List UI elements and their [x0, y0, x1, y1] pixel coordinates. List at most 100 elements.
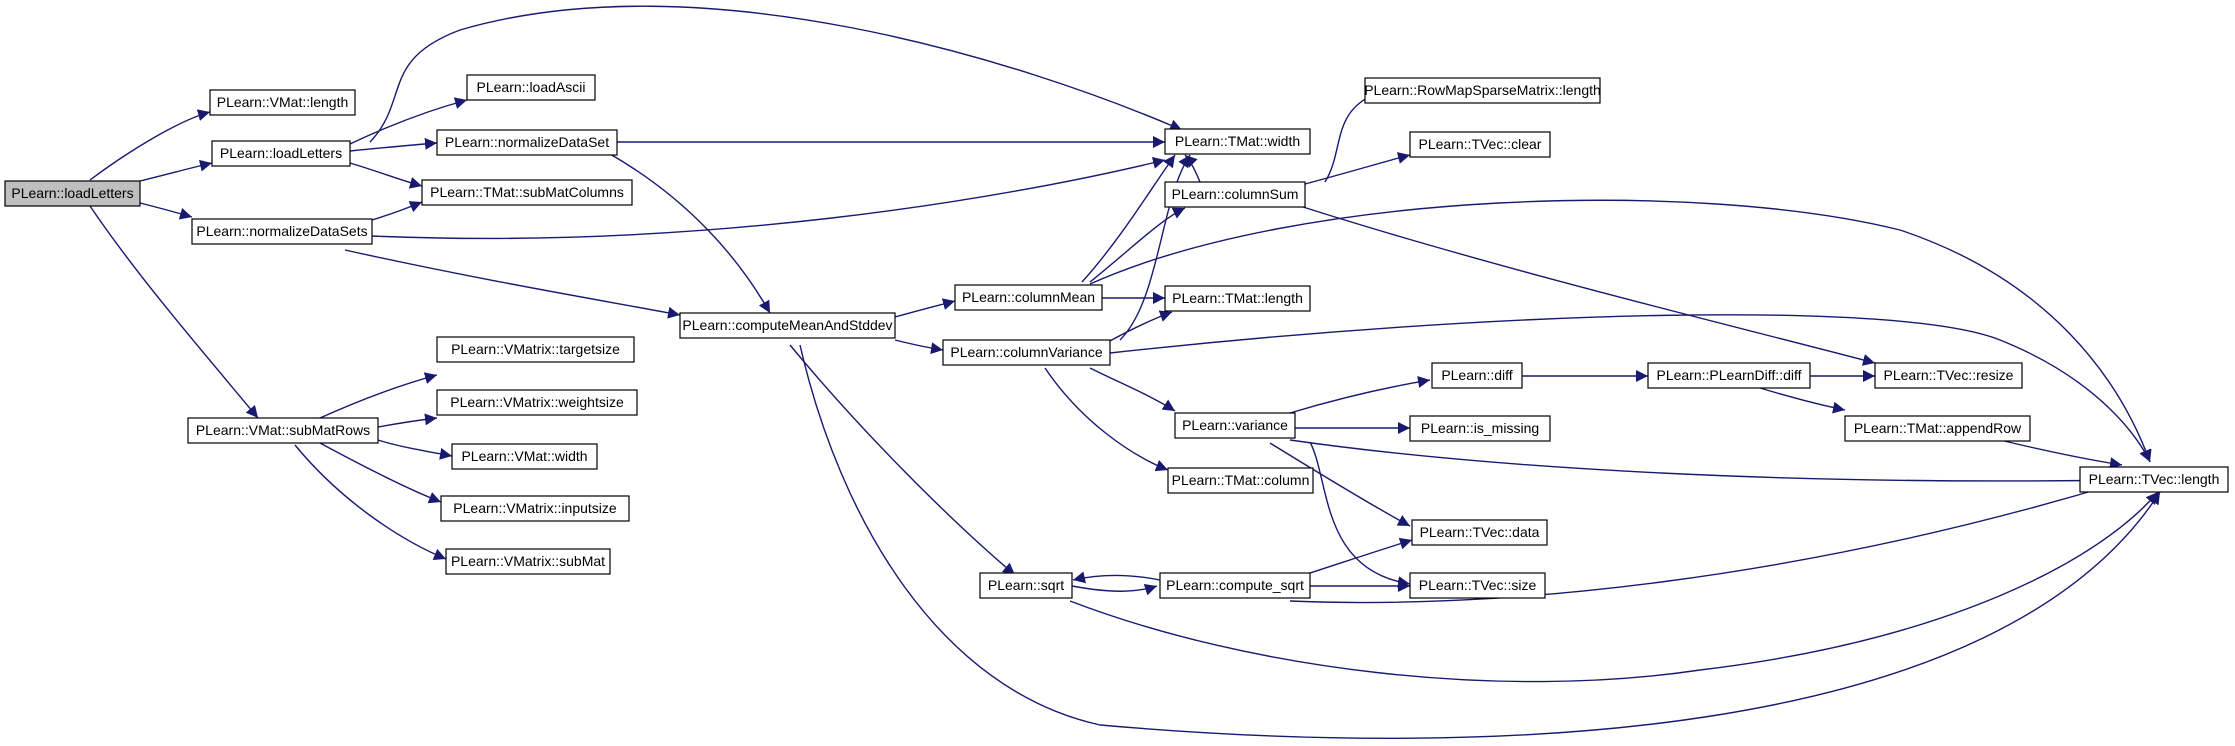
- edge-submatrows-to-inputsize: [319, 442, 442, 504]
- edge-columnsum-to-tvec-clear: [1304, 152, 1411, 185]
- edge-loadletters-root-to-loadletters: [139, 159, 213, 182]
- node-tmat-width[interactable]: PLearn::TMat::width: [1164, 128, 1311, 155]
- edge-columnvariance-to-tmat-column: [1044, 367, 1169, 472]
- edge-loadletters-to-tmat-width: [369, 5, 1183, 143]
- edge-normalizedatasets-to-tmat-width: [371, 156, 1166, 240]
- edge-normalizedatasets-to-tmat-submatcolumns: [371, 201, 423, 221]
- node-tvec-clear[interactable]: PLearn::TVec::clear: [1409, 131, 1551, 158]
- node-label: PLearn::VMat::subMatRows: [196, 422, 370, 438]
- edge-columnvariance-to-tmat-width: [1119, 154, 1191, 341]
- edge-compute-sqrt-to-tvec-data: [1309, 537, 1413, 574]
- node-label: PLearn::diff: [1441, 367, 1512, 383]
- node-vmatrix-targetsize[interactable]: PLearn::VMatrix::targetsize: [436, 336, 635, 363]
- node-vmat-submatrows[interactable]: PLearn::VMat::subMatRows: [187, 417, 379, 444]
- node-label: PLearn::VMatrix::subMat: [451, 553, 605, 569]
- node-tmat-appendrow[interactable]: PLearn::TMat::appendRow: [1844, 415, 2031, 442]
- node-columnmean[interactable]: PLearn::columnMean: [954, 284, 1103, 311]
- edge-plearndiff-to-tmat-appendrow: [1759, 387, 1846, 414]
- node-vmat-width[interactable]: PLearn::VMat::width: [451, 443, 598, 470]
- node-vmat-length[interactable]: PLearn::VMat::length: [209, 89, 356, 116]
- edge-columnmean-to-tmat-width: [1081, 154, 1176, 283]
- node-vmatrix-inputsize[interactable]: PLearn::VMatrix::inputsize: [440, 495, 630, 522]
- node-tvec-size[interactable]: PLearn::TVec::size: [1409, 572, 1546, 599]
- edge-loadletters-to-normalizedataset: [349, 137, 438, 152]
- node-label: PLearn::TMat::column: [1172, 472, 1310, 488]
- edge-variance-to-tvec-data: [1269, 442, 1411, 527]
- node-is-missing[interactable]: PLearn::is_missing: [1409, 415, 1551, 442]
- node-label: PLearn::columnSum: [1172, 186, 1299, 202]
- edge-normalizedatasets-to-computemeanandstddev: [344, 249, 681, 319]
- edge-submatrows-to-targetsize: [319, 372, 438, 419]
- node-label: PLearn::TVec::length: [2089, 471, 2220, 487]
- edge-variance-to-tvec-size: [1309, 441, 1411, 589]
- edge-normalizedataset-to-computemeanandstddev: [609, 153, 771, 314]
- node-sqrt[interactable]: PLearn::sqrt: [979, 572, 1073, 599]
- node-vmatrix-submat[interactable]: PLearn::VMatrix::subMat: [445, 548, 611, 575]
- edge-compute-sqrt-to-sqrt: [1072, 571, 1161, 584]
- node-label: PLearn::normalizeDataSets: [196, 223, 367, 239]
- edge-variance-to-tvec-length: [1289, 439, 2123, 487]
- edge-computemeanandstddev-to-columnvariance: [894, 339, 944, 355]
- edge-columnvariance-to-variance: [1089, 367, 1176, 412]
- edge-variance-to-diff: [1289, 376, 1431, 414]
- node-loadletters-root[interactable]: PLearn::loadLetters: [4, 180, 141, 207]
- node-label: PLearn::VMatrix::inputsize: [453, 500, 617, 516]
- node-normalizedataset[interactable]: PLearn::normalizeDataSet: [436, 129, 618, 156]
- node-label: PLearn::TVec::size: [1419, 577, 1537, 593]
- edge-columnsum-to-tvec-resize: [1299, 205, 1876, 366]
- edge-columnmean-to-tvec-length: [1089, 199, 2152, 463]
- node-normalizedatasets[interactable]: PLearn::normalizeDataSets: [191, 218, 373, 245]
- node-loadascii[interactable]: PLearn::loadAscii: [466, 74, 596, 101]
- node-label: PLearn::TVec::resize: [1884, 367, 2014, 383]
- node-tmat-column[interactable]: PLearn::TMat::column: [1167, 467, 1314, 494]
- node-label: PLearn::loadAscii: [477, 79, 586, 95]
- node-tvec-resize[interactable]: PLearn::TVec::resize: [1874, 362, 2023, 389]
- node-label: PLearn::TVec::clear: [1419, 136, 1542, 152]
- edge-columnvariance-to-tmat-length: [1107, 310, 1173, 343]
- node-label: PLearn::VMat::length: [217, 94, 349, 110]
- node-tmat-length[interactable]: PLearn::TMat::length: [1164, 285, 1311, 312]
- node-plearndiff-diff[interactable]: PLearn::PLearnDiff::diff: [1647, 362, 1811, 389]
- node-label: PLearn::RowMapSparseMatrix::length: [1364, 82, 1601, 98]
- node-label: PLearn::loadLetters: [220, 145, 342, 161]
- node-label: PLearn::sqrt: [988, 577, 1064, 593]
- edge-submatrows-to-vmatrix-submat: [294, 444, 447, 560]
- node-tmat-submatcolumns[interactable]: PLearn::TMat::subMatColumns: [421, 179, 633, 206]
- edge-columnvariance-to-tvec-length: [1109, 314, 2151, 463]
- edge-computemeanandstddev-to-tvec-length: [799, 344, 2161, 740]
- node-loadletters[interactable]: PLearn::loadLetters: [211, 140, 351, 167]
- edge-loadletters-root-to-vmat-length: [89, 109, 211, 181]
- node-label: PLearn::TMat::subMatColumns: [430, 184, 624, 200]
- nodes: PLearn::loadLetters PLearn::VMat::length…: [4, 74, 2229, 599]
- edge-computemeanandstddev-to-sqrt: [789, 344, 1016, 576]
- node-vmatrix-weightsize[interactable]: PLearn::VMatrix::weightsize: [436, 389, 638, 416]
- node-label: PLearn::columnVariance: [950, 344, 1102, 360]
- node-label: PLearn::compute_sqrt: [1166, 577, 1304, 593]
- edge-sqrt-to-tvec-length: [1069, 491, 2159, 683]
- edge-loadletters-root-to-vmat-submatrows: [89, 205, 259, 419]
- node-label: PLearn::loadLetters: [11, 185, 133, 201]
- node-diff[interactable]: PLearn::diff: [1431, 362, 1523, 389]
- edge-computemeanandstddev-to-columnmean: [894, 298, 956, 318]
- edge-columnmean-to-columnsum: [1089, 207, 1186, 283]
- node-tvec-data[interactable]: PLearn::TVec::data: [1411, 519, 1548, 546]
- node-rowmap-length[interactable]: PLearn::RowMapSparseMatrix::length: [1364, 77, 1601, 104]
- node-label: PLearn::VMatrix::weightsize: [450, 394, 624, 410]
- node-columnsum[interactable]: PLearn::columnSum: [1164, 181, 1306, 208]
- node-tvec-length[interactable]: PLearn::TVec::length: [2079, 466, 2229, 493]
- node-label: PLearn::PLearnDiff::diff: [1656, 367, 1801, 383]
- node-computemeanandstddev[interactable]: PLearn::computeMeanAndStddev: [679, 312, 896, 339]
- node-variance[interactable]: PLearn::variance: [1174, 412, 1296, 439]
- edge-compute-sqrt-to-tvec-length: [1289, 479, 2123, 604]
- edge-submatrows-to-weightsize: [377, 413, 438, 428]
- node-label: PLearn::TVec::data: [1420, 524, 1540, 540]
- edges: [89, 5, 2161, 740]
- node-label: PLearn::computeMeanAndStddev: [682, 317, 892, 333]
- edge-loadletters-to-loadascii: [349, 97, 468, 145]
- node-columnvariance[interactable]: PLearn::columnVariance: [942, 339, 1111, 366]
- node-label: PLearn::is_missing: [1421, 420, 1539, 436]
- node-label: PLearn::variance: [1182, 417, 1288, 433]
- edge-loadletters-root-to-normalizedatasets: [139, 202, 193, 220]
- node-compute-sqrt[interactable]: PLearn::compute_sqrt: [1159, 572, 1311, 599]
